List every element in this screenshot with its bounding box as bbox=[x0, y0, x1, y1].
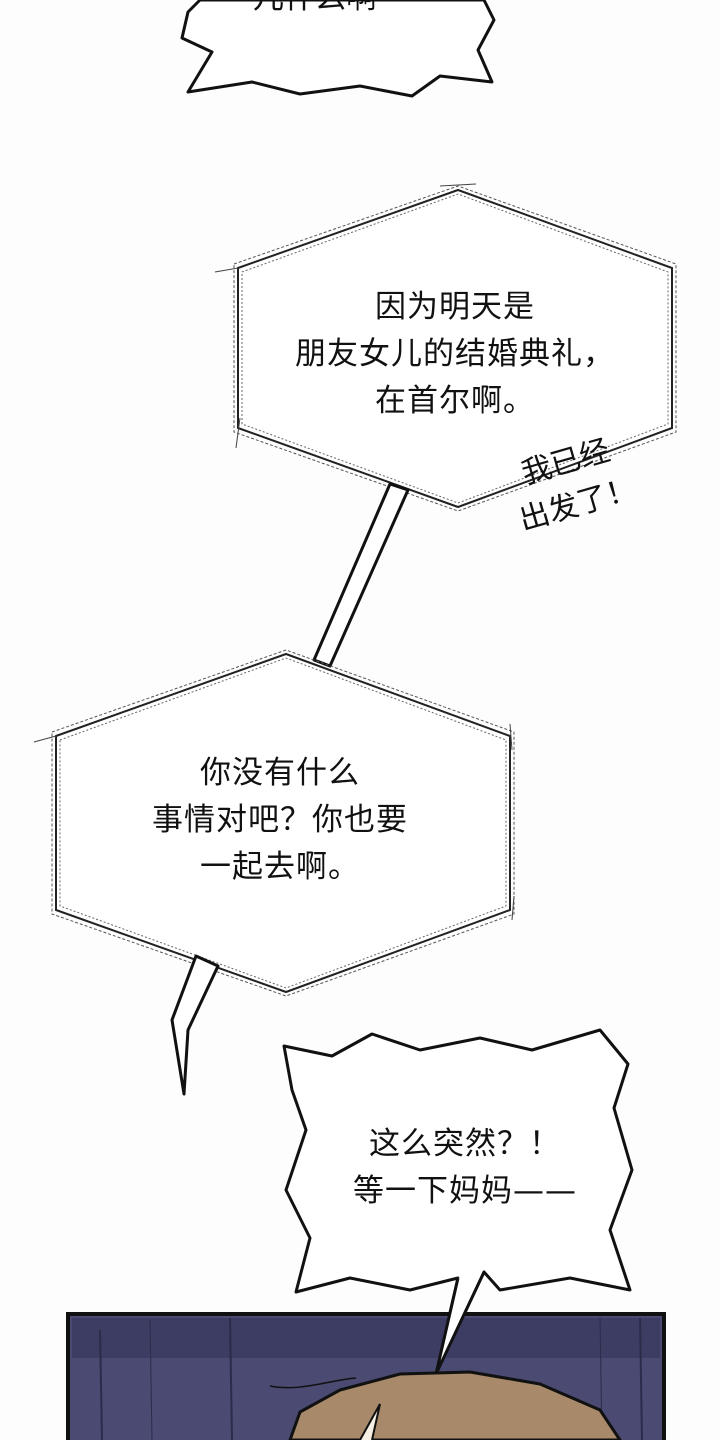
bubble-line: 等一下妈妈—— bbox=[353, 1173, 577, 1209]
top-speech-bubble bbox=[180, 0, 496, 98]
bubble-line: 事情对吧？你也要 bbox=[152, 802, 408, 838]
bubble-tail-lower bbox=[170, 954, 220, 1096]
bubble-line: 你没有什么 bbox=[200, 755, 360, 791]
top-bubble-text: 儿什么啊 bbox=[215, 0, 415, 18]
hexagon-bubble-mom-second bbox=[33, 649, 515, 997]
reply-speech-bubble bbox=[282, 1028, 634, 1376]
bubble-line: 在首尔啊。 bbox=[375, 383, 535, 419]
hexagon-bubble-mom-first bbox=[214, 183, 677, 512]
bubble-tail-connector bbox=[312, 482, 410, 668]
bottom-panel bbox=[66, 1271, 666, 1440]
bubble-line: 一起去啊。 bbox=[200, 849, 360, 885]
reply-bubble-text: 这么突然？！ 等一下妈妈—— bbox=[300, 1121, 630, 1215]
mom-first-bubble-text: 因为明天是 朋友女儿的结婚典礼， 在首尔啊。 bbox=[240, 284, 670, 425]
mom-second-bubble-text: 你没有什么 事情对吧？你也要 一起去啊。 bbox=[60, 750, 500, 891]
bubble-line: 朋友女儿的结婚典礼， bbox=[295, 336, 615, 372]
bubble-line: 这么突然？！ bbox=[369, 1126, 561, 1162]
bubble-line: 因为明天是 bbox=[375, 289, 535, 325]
